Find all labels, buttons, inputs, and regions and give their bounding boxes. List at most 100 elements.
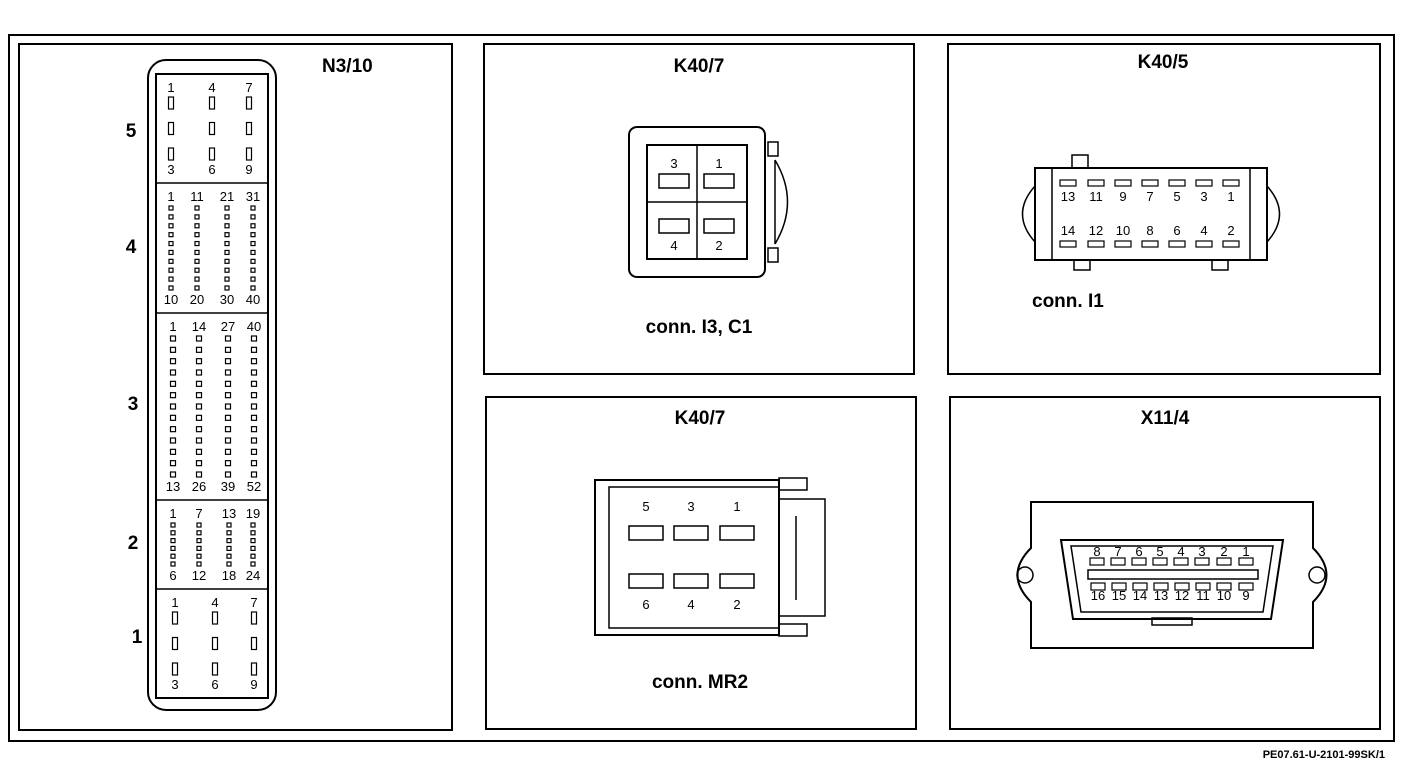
n3-10-pin <box>170 561 176 567</box>
k40-5-pin-number-bottom: 14 <box>1061 223 1075 238</box>
k40-5-pin-bottom <box>1087 240 1105 248</box>
n3-10-pin <box>169 403 177 410</box>
n3-10-pin <box>170 530 176 536</box>
n3-10-pin <box>195 414 203 421</box>
n3-10-pin <box>250 561 256 567</box>
n3-10-pin <box>250 530 256 536</box>
n3-10-pin <box>195 392 203 399</box>
x11-4-pin-top <box>1110 557 1126 566</box>
n3-10-pin <box>250 392 258 399</box>
n3-10-pin <box>211 636 219 651</box>
n3-10-pin <box>224 232 230 238</box>
n3-10-pin <box>250 537 256 544</box>
x11-4-pin-number-top: 6 <box>1135 544 1142 559</box>
k40-7-top-pin-number: 3 <box>670 156 677 171</box>
n3-10-pin <box>250 403 258 410</box>
n3-10-pin-number-bottom: 30 <box>220 292 234 307</box>
n3-10-pin <box>224 460 232 467</box>
n3-10-pin <box>211 611 219 625</box>
n3-10-pin-number-bottom: 39 <box>221 479 235 494</box>
n3-10-pin-number-bottom: 40 <box>246 292 260 307</box>
k40-5-pin-top <box>1087 179 1105 187</box>
x11-4-center-bar <box>1087 569 1259 580</box>
n3-10-pin-number-bottom: 26 <box>192 479 206 494</box>
k40-5-pin-number-top: 1 <box>1227 189 1234 204</box>
x11-4-pin-top <box>1173 557 1189 566</box>
n3-10-pin <box>195 471 203 478</box>
n3-10-pin <box>196 561 202 567</box>
n3-10-pin <box>250 545 256 552</box>
n3-10-pin <box>245 147 253 161</box>
n3-10-pin <box>168 214 174 220</box>
n3-10-pin <box>169 380 177 387</box>
n3-10-pin-number-top: 7 <box>195 506 202 521</box>
n3-10-pin <box>194 276 200 282</box>
k40-5-pin-number-top: 9 <box>1119 189 1126 204</box>
k40-5-pin-number-top: 7 <box>1146 189 1153 204</box>
n3-10-pin <box>195 437 203 444</box>
n3-10-pin <box>250 414 258 421</box>
x11-4-pin-number-top: 4 <box>1177 544 1184 559</box>
n3-10-pin <box>195 369 203 376</box>
n3-10-pin <box>169 346 177 353</box>
n3-10-pin <box>169 426 177 433</box>
k40-5-pin-bottom <box>1114 240 1132 248</box>
n3-10-pin <box>224 392 232 399</box>
n3-10-pin <box>224 346 232 353</box>
n3-10-pin <box>250 258 256 264</box>
n3-10-pin <box>224 240 230 247</box>
n3-10-pin <box>250 636 258 651</box>
n3-10-pin <box>169 369 177 376</box>
n3-10-pin <box>245 96 253 110</box>
n3-10-pin <box>224 414 232 421</box>
x11-4-pin-top <box>1089 557 1105 566</box>
n3-10-pin <box>211 662 219 676</box>
n3-10-pin-number-top: 7 <box>245 80 252 95</box>
n3-10-title: N3/10 <box>322 56 373 77</box>
k40-5-pin-top <box>1114 179 1132 187</box>
x11-4-pin-number-top: 7 <box>1114 544 1121 559</box>
k40-5-pin-number-bottom: 12 <box>1089 223 1103 238</box>
k40-5-pin-number-bottom: 2 <box>1227 223 1234 238</box>
x11-4-pin-bottom <box>1111 582 1127 591</box>
x11-4-pin-top <box>1131 557 1147 566</box>
n3-10-pin <box>224 471 232 478</box>
x11-4-pin-number-top: 5 <box>1156 544 1163 559</box>
n3-10-pin <box>250 276 256 282</box>
n3-10-pin <box>224 369 232 376</box>
n3-10-section-label: 2 <box>128 533 139 554</box>
k40-7-bottom-connector-label: conn. MR2 <box>652 672 748 693</box>
n3-10-pin <box>195 460 203 467</box>
n3-10-pin <box>170 537 176 544</box>
n3-10-pin-number-bottom: 9 <box>250 677 257 692</box>
n3-10-pin-number-bottom: 10 <box>164 292 178 307</box>
n3-10-pin <box>169 335 177 342</box>
k40-7-bottom-latch-top <box>778 477 808 491</box>
x11-4-pin-number-bottom: 9 <box>1242 588 1249 603</box>
n3-10-pin <box>224 214 230 220</box>
n3-10-pin <box>194 205 200 211</box>
n3-10-pin-number-bottom: 18 <box>222 568 236 583</box>
k40-7-top-title: K40/7 <box>674 56 725 77</box>
n3-10-section-label: 4 <box>126 237 137 258</box>
n3-10-pin <box>169 414 177 421</box>
n3-10-pin-number-top: 4 <box>211 595 218 610</box>
n3-10-pin <box>194 285 200 291</box>
n3-10-pin-number-top: 4 <box>208 80 215 95</box>
k40-5-clip-left <box>1021 185 1036 243</box>
k40-5-connector-label: conn. I1 <box>1032 291 1104 312</box>
x11-4-title: X11/4 <box>1141 408 1190 429</box>
n3-10-pin <box>195 448 203 455</box>
k40-5-frame <box>947 43 1381 375</box>
n3-10-pin <box>195 380 203 387</box>
n3-10-pin <box>195 403 203 410</box>
k40-7-top-pin-number: 1 <box>715 156 722 171</box>
n3-10-pin-number-top: 27 <box>221 319 235 334</box>
k40-5-pin-number-top: 11 <box>1089 189 1103 204</box>
n3-10-pin <box>194 223 200 229</box>
k40-5-pin-bottom <box>1059 240 1077 248</box>
n3-10-pin <box>195 426 203 433</box>
